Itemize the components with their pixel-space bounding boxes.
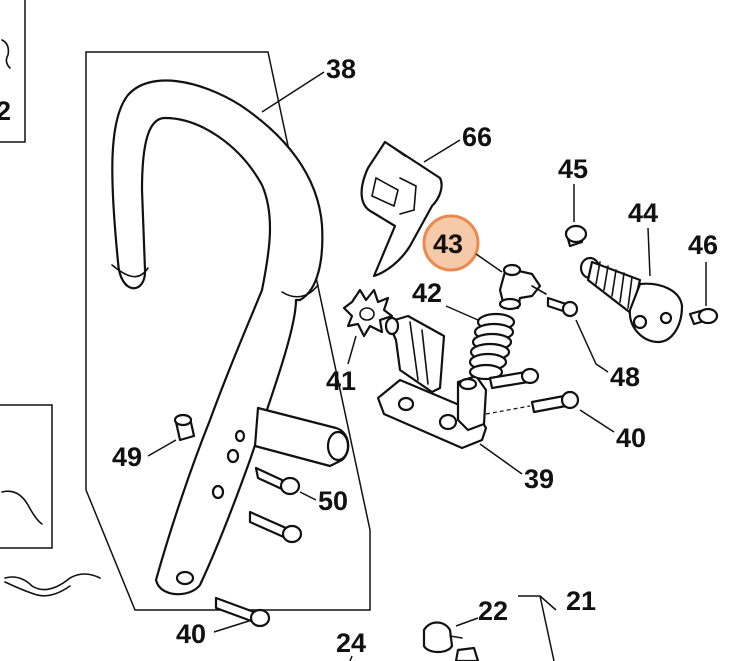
callout-40-right: 40 — [616, 423, 646, 453]
part-43-damper: 43 — [422, 214, 547, 311]
callout-46: 46 — [688, 230, 718, 260]
part-50-screws: 50 — [248, 466, 348, 544]
part-39-support: 39 — [376, 314, 554, 494]
part-42-spring: 42 — [412, 278, 516, 381]
bottom-right-parts: 22 21 24 — [336, 586, 596, 661]
callout-24: 24 — [336, 628, 366, 658]
part-49-bushing: 49 — [112, 413, 196, 472]
callout-40-bottom: 40 — [176, 619, 206, 649]
left-edge-fragments: 2 — [0, 0, 101, 597]
part-46-screw: 46 — [688, 230, 719, 326]
callout-50: 50 — [318, 486, 348, 516]
handle-assembly-outline — [85, 51, 371, 611]
callout-22: 22 — [478, 596, 508, 626]
callout-43-highlight[interactable] — [422, 214, 480, 272]
callout-43[interactable]: 43 — [433, 229, 463, 259]
part-40-bottom-screw: 40 — [176, 596, 271, 649]
callout-2: 2 — [0, 96, 11, 126]
callout-44: 44 — [628, 198, 658, 228]
callout-66: 66 — [462, 122, 492, 152]
callout-48: 48 — [610, 362, 640, 392]
callout-38: 38 — [326, 54, 356, 84]
callout-41: 41 — [326, 366, 356, 396]
part-44-buffer: 44 — [579, 198, 684, 344]
callout-39: 39 — [524, 464, 554, 494]
callout-21: 21 — [566, 586, 596, 616]
callout-42: 42 — [412, 278, 442, 308]
part-38-handle-bar: 38 — [111, 54, 356, 596]
part-66-bracket: 66 — [360, 122, 492, 278]
callout-45: 45 — [558, 154, 588, 184]
part-41-grommet: 41 — [326, 288, 394, 396]
part-40-right-screws: 40 — [485, 367, 646, 453]
callout-49: 49 — [112, 442, 142, 472]
part-45-bolt: 45 — [558, 154, 588, 248]
part-48-screw: 48 — [546, 296, 640, 392]
